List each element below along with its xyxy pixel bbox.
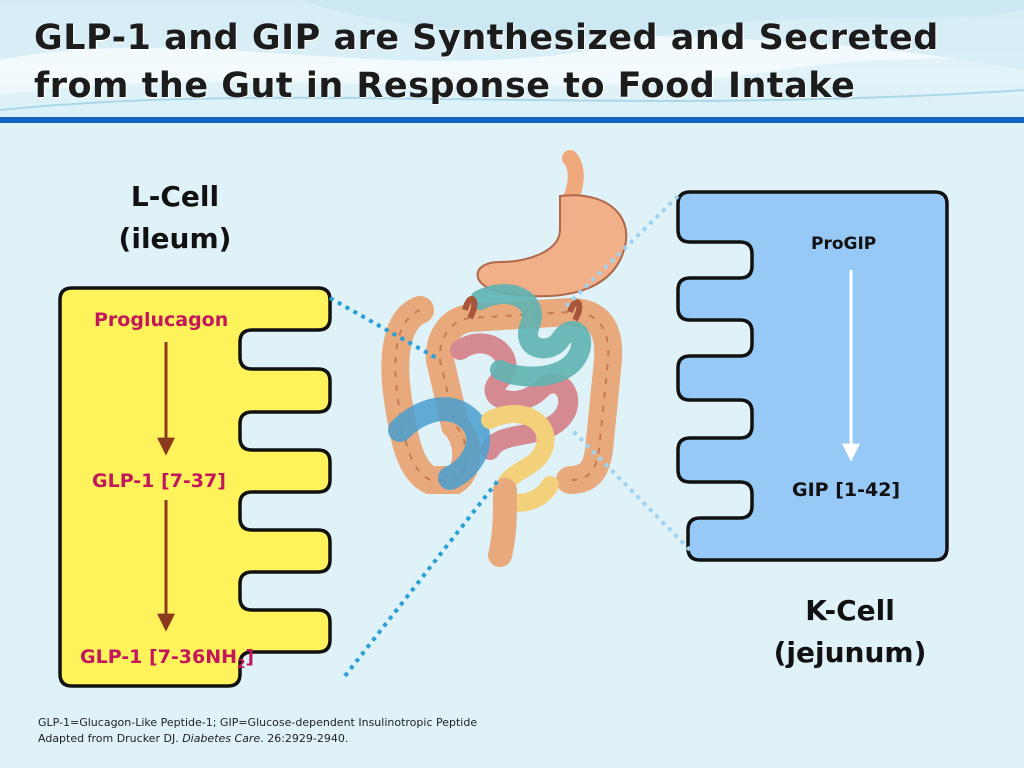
k-cell-location: (jejunum) [773,636,927,669]
glp1-7-36-subscript: 2 [237,656,246,671]
header-wave-decoration [0,0,1024,118]
header-rule [0,117,1024,123]
footnote-citation: Adapted from Drucker DJ. Diabetes Care. … [38,732,348,745]
connector-lines [329,296,502,678]
l-cell-name: L-Cell [130,180,220,213]
l-cell-location: (ileum) [118,222,232,255]
gip-1-42-label: GIP [1-42] [792,479,901,501]
l-cell-shape [58,286,332,688]
l-cell-title: L-Cell (ileum) [100,176,250,260]
k-cell-shape [676,190,949,562]
citation-suffix: . 26:2929-2940. [260,732,349,745]
k-cell-top-connector [560,194,680,312]
glp1-7-37-label: GLP-1 [7-37] [92,470,226,492]
l-cell-bottom-connector [343,476,502,678]
proglucagon-label: Proglucagon [94,309,229,331]
title-line-1: GLP-1 and GIP are Synthesized and Secret… [34,18,939,58]
footnote-abbreviations: GLP-1=Glucagon-Like Peptide-1; GIP=Gluco… [38,716,478,729]
progip-label: ProGIP [811,234,877,254]
title-line-2: from the Gut in Response to Food Intake [34,66,856,106]
slide-header: GLP-1 and GIP are Synthesized and Secret… [0,0,1024,118]
glp1-7-36-prefix: GLP-1 [7-36NH [80,646,238,668]
glp1-7-36-suffix: ] [245,646,255,668]
k-cell-name: K-Cell [805,594,895,627]
k-cell-bottom-connector [570,428,692,552]
l-cell-top-connector [329,296,441,362]
slide-title: GLP-1 and GIP are Synthesized and Secret… [34,14,939,110]
glp1-7-36nh2-label: GLP-1 [7-36NH2] [80,646,254,671]
citation-journal: Diabetes Care [182,732,261,745]
gut-illustration [381,150,628,567]
citation-prefix: Adapted from Drucker DJ. [38,732,183,745]
k-cell-title: K-Cell (jejunum) [760,590,940,674]
